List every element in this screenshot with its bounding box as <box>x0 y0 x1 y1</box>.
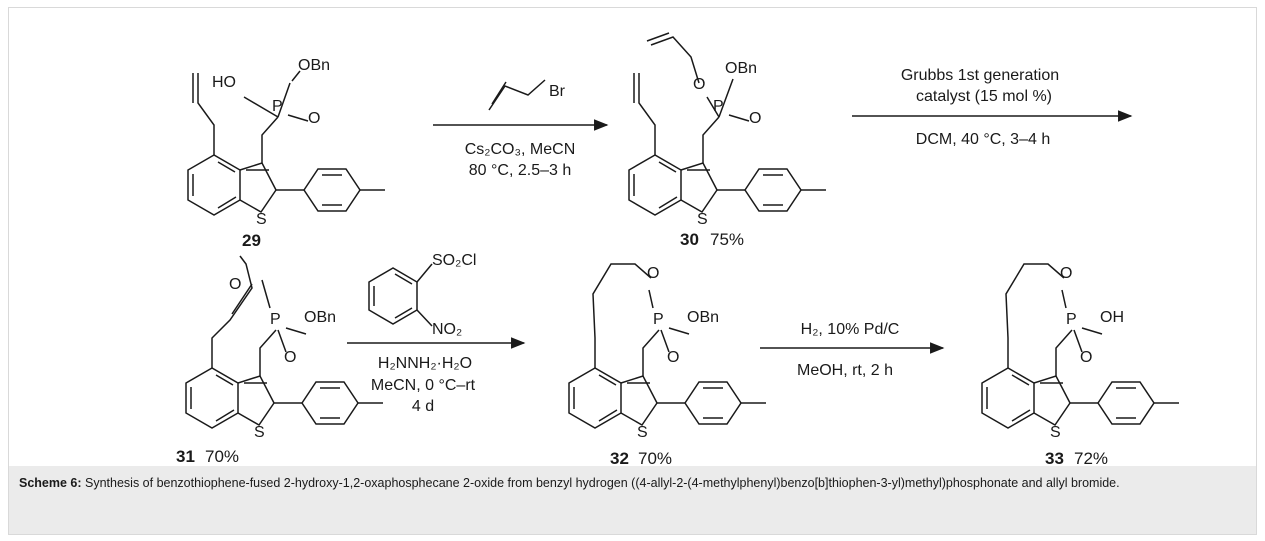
atom-label: S <box>697 211 708 228</box>
atom-label: O <box>693 76 705 93</box>
atom-label: P <box>1066 311 1077 328</box>
atom-label: P <box>272 98 283 115</box>
atom-label: OBn <box>725 60 757 77</box>
atom-label: S <box>637 424 648 441</box>
compound-number: 33 <box>1045 449 1064 466</box>
atom-label: SO₂Cl <box>432 252 476 269</box>
compound-yield: 70% <box>205 447 239 466</box>
atom-label: O <box>667 349 679 366</box>
caption-label: Scheme 6: <box>19 476 82 490</box>
atom-label: O <box>749 110 761 127</box>
conditions-line: DCM, 40 °C, 3–4 h <box>916 131 1050 148</box>
reaction-arrow-3: SO₂Cl NO₂ H₂NNH₂·H₂O MeCN, 0 °C–rt 4 d <box>347 252 526 415</box>
reaction-arrow-4: H₂, 10% Pd/C MeOH, rt, 2 h <box>760 321 945 379</box>
reaction-arrow-2: Grubbs 1st generation catalyst (15 mol %… <box>852 67 1133 148</box>
compound-31: O P OBn O S <box>185 255 384 441</box>
compound-29: HO OBn P O S <box>187 57 386 228</box>
reaction-arrow-1: Br Cs₂CO₃, MeCN 80 °C, 2.5–3 h <box>433 79 609 179</box>
atom-label: HO <box>212 74 236 91</box>
compound-32: O P OBn O S <box>568 263 767 441</box>
conditions-line: Cs₂CO₃, MeCN <box>465 141 576 158</box>
catalyst-line: Grubbs 1st generation <box>901 67 1059 84</box>
atom-label: P <box>713 98 724 115</box>
reagent-allyl-bromide: Br <box>549 83 566 100</box>
atom-label: OH <box>1100 309 1124 326</box>
conditions-line: 80 °C, 2.5–3 h <box>469 162 571 179</box>
atom-label: O <box>1080 349 1092 366</box>
atom-label: O <box>229 276 241 293</box>
atom-label: P <box>270 311 281 328</box>
compound-number: 30 <box>680 230 699 249</box>
nitrobenzenesulfonyl-chloride-structure <box>368 263 433 327</box>
atom-label: O <box>1060 265 1072 282</box>
compound-yield: 72% <box>1074 449 1108 466</box>
compound-number: 32 <box>610 449 629 466</box>
atom-label: S <box>254 424 265 441</box>
atom-label: NO₂ <box>432 321 462 338</box>
catalyst-line: catalyst (15 mol %) <box>916 88 1052 105</box>
atom-label: P <box>653 311 664 328</box>
atom-label: O <box>308 110 320 127</box>
conditions-line: MeOH, rt, 2 h <box>797 362 893 379</box>
scheme-caption: Scheme 6: Synthesis of benzothiophene-fu… <box>9 466 1256 534</box>
atom-label: OBn <box>298 57 330 74</box>
atom-label: S <box>256 211 267 228</box>
compound-33: O P OH O S <box>981 263 1180 441</box>
atom-label: OBn <box>304 309 336 326</box>
scheme-figure <box>8 7 1257 535</box>
compound-yield: 75% <box>710 230 744 249</box>
atom-label: S <box>1050 424 1061 441</box>
conditions-line: MeCN, 0 °C–rt <box>371 377 476 394</box>
atom-label: O <box>284 349 296 366</box>
caption-text: Synthesis of benzothiophene-fused 2-hydr… <box>81 476 1120 490</box>
atom-label: OBn <box>687 309 719 326</box>
conditions-line: H₂NNH₂·H₂O <box>378 355 472 372</box>
compound-30: O OBn P O S <box>628 32 827 228</box>
compound-yield: 70% <box>638 449 672 466</box>
compound-number: 31 <box>176 447 195 466</box>
atom-label: O <box>647 265 659 282</box>
conditions-line: H₂, 10% Pd/C <box>801 321 900 338</box>
compound-number: 29 <box>242 231 261 250</box>
conditions-line: 4 d <box>412 398 434 415</box>
reaction-scheme: HO OBn P O S 29 Br Cs₂CO₃, MeCN 80 °C, 2… <box>176 32 1180 466</box>
